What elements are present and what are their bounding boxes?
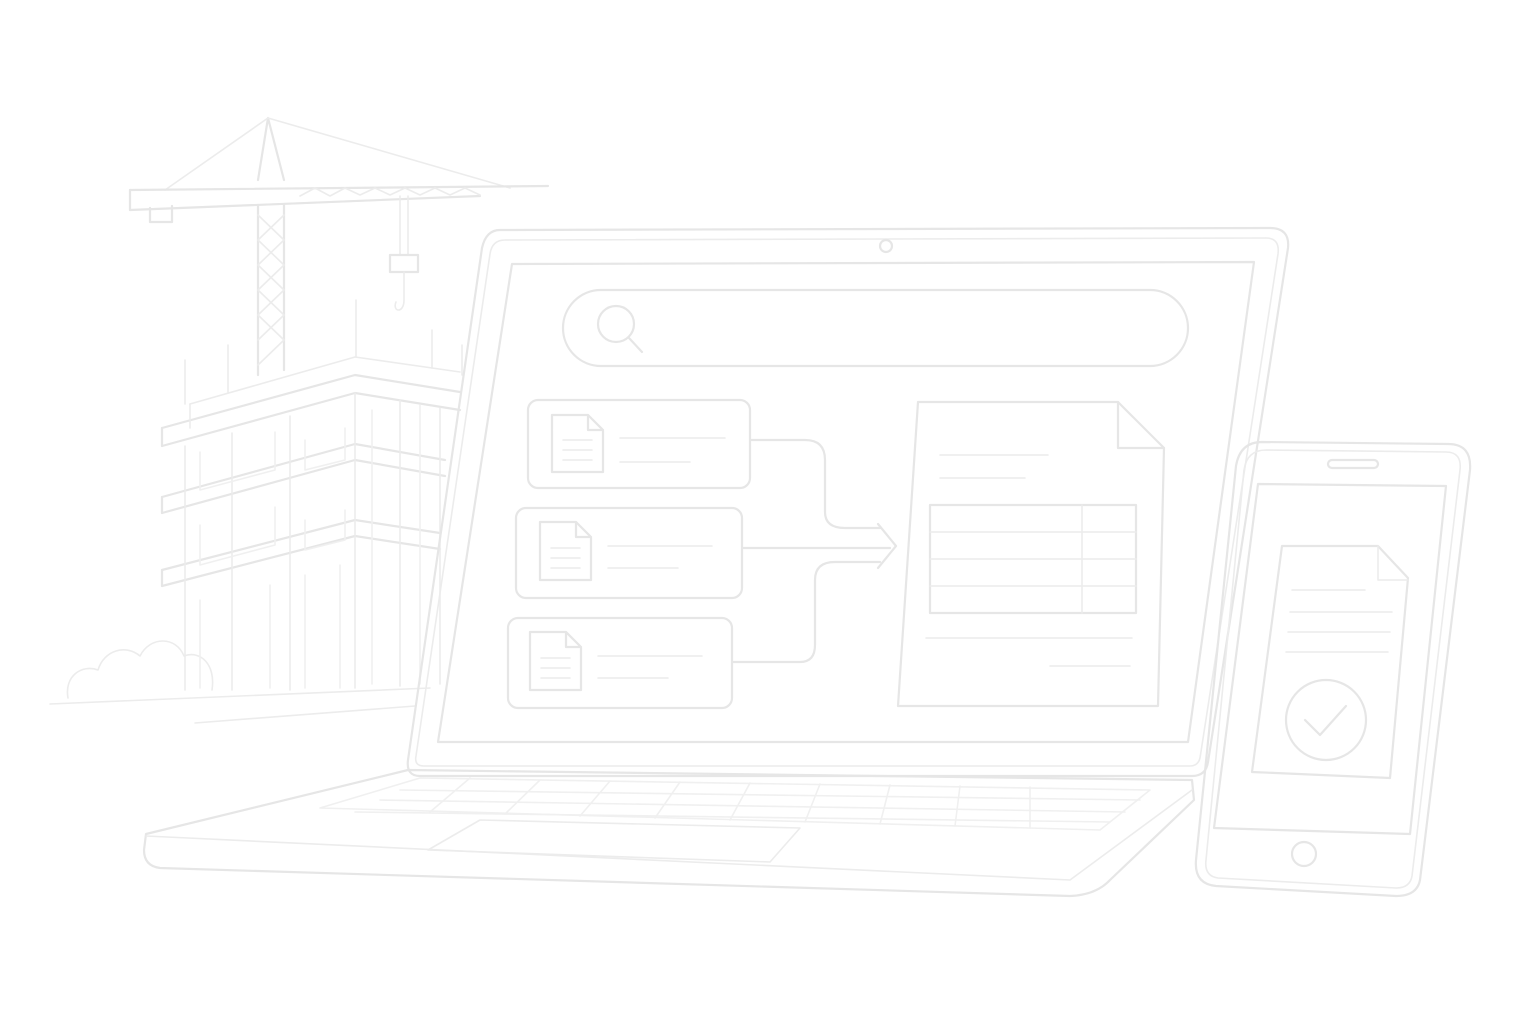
laptop-screen (436, 260, 1256, 744)
smartphone-icon (1194, 440, 1472, 898)
phone-screen (1212, 482, 1448, 836)
document-icon (1250, 544, 1410, 780)
search-bar (561, 288, 1190, 368)
construction-site-illustration (49, 116, 550, 724)
check-circle-icon (1284, 678, 1368, 762)
building-frame (160, 299, 463, 691)
camera-dot (878, 238, 894, 254)
laptop-icon (142, 226, 1290, 898)
home-button (1290, 840, 1318, 868)
keyboard (319, 777, 1151, 831)
report-document (896, 400, 1166, 708)
laptop-lid (406, 226, 1290, 778)
phone-speaker (1326, 458, 1380, 470)
document-icon (538, 520, 593, 582)
search-icon (596, 304, 636, 344)
laptop-base (142, 768, 1196, 898)
ground-line (49, 687, 431, 705)
merge-arrow-icon (730, 438, 898, 664)
tower-crane-icon (128, 116, 550, 377)
document-icon (528, 630, 583, 692)
document-card (506, 616, 734, 710)
document-card (514, 506, 744, 600)
bush-icon (66, 640, 214, 699)
trackpad (427, 819, 801, 863)
document-card (526, 398, 752, 490)
ground-line (194, 705, 416, 724)
document-icon (550, 413, 605, 474)
